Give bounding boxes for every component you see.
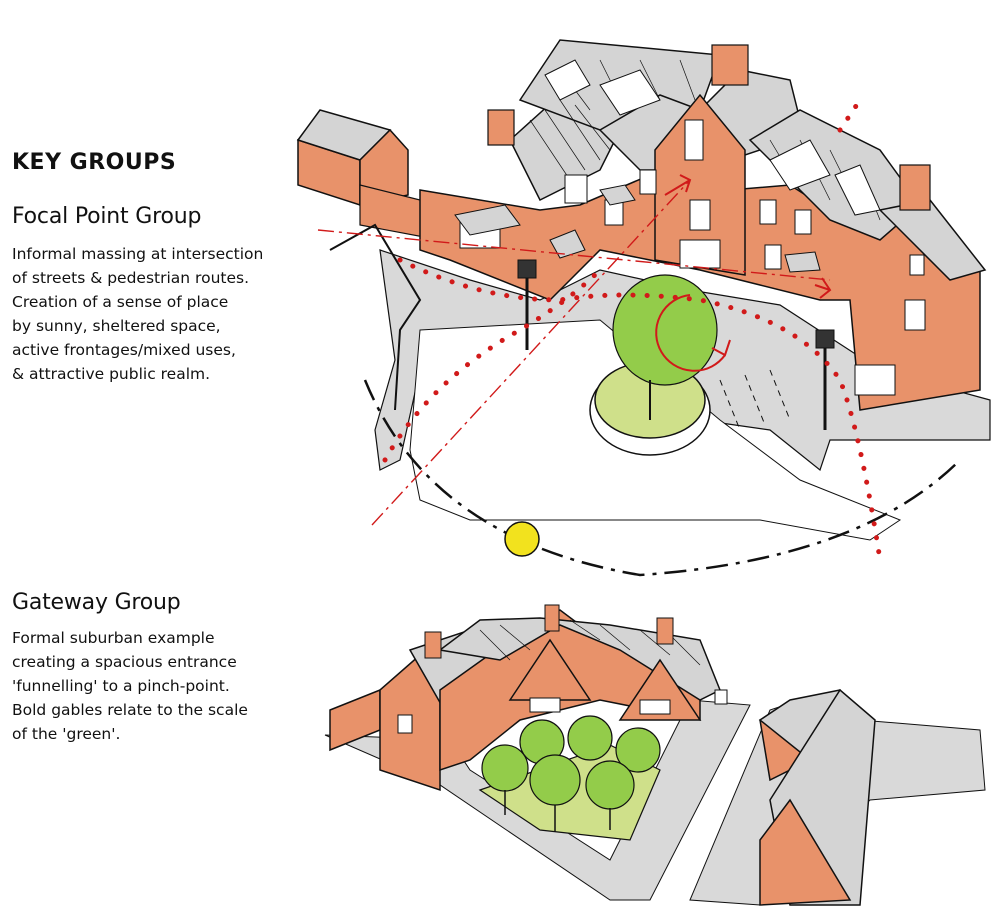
- focal-point-line: Informal massing at intersection: [12, 245, 264, 263]
- focal-point-line: Creation of a sense of place: [12, 293, 229, 311]
- focal-tree-canopy: [612, 274, 718, 386]
- gateway-tree-trunks: [504, 790, 611, 832]
- parking-bays: [719, 369, 791, 431]
- gateway-title: Gateway Group: [12, 590, 181, 615]
- terrace-windows: [459, 119, 926, 396]
- gateway-roof-hatching: [479, 619, 701, 666]
- gateway-description: Formal suburban example creating a spaci…: [12, 626, 248, 746]
- gateway-trees: [481, 715, 661, 810]
- gateway-line: Formal suburban example: [12, 629, 215, 647]
- roof-panel: [834, 164, 881, 216]
- focal-point-title: Focal Point Group: [12, 204, 202, 229]
- chimney: [899, 164, 931, 211]
- gateway-chimney: [544, 604, 560, 632]
- sun-icon: [504, 521, 540, 557]
- gateway-line: of the 'green'.: [12, 725, 121, 743]
- central-gable: [654, 93, 746, 276]
- chimney: [711, 44, 749, 86]
- gateway-windows: [397, 689, 728, 734]
- gateway-chimney: [424, 631, 442, 659]
- gateway-line: 'funnelling' to a pinch-point.: [12, 677, 230, 695]
- focal-point-line: of streets & pedestrian routes.: [12, 269, 250, 287]
- chimney: [487, 109, 515, 146]
- key-groups-heading: KEY GROUPS: [12, 150, 177, 175]
- gateway-line: creating a spacious entrance: [12, 653, 237, 671]
- street-lamp: [815, 329, 835, 430]
- sun-path: [363, 379, 961, 577]
- roof-panel: [599, 69, 661, 116]
- route-arrows: [655, 174, 832, 372]
- sight-lines: [317, 179, 831, 526]
- gateway-far-wall: [759, 798, 852, 906]
- focal-point-description: Informal massing at intersection of stre…: [12, 242, 263, 386]
- boundary-wall: [329, 223, 422, 411]
- focal-point-sketch: [296, 39, 991, 577]
- street-lamp: [517, 259, 537, 350]
- gateway-sketch: [324, 604, 986, 906]
- pedestrian-routes: [382, 97, 883, 563]
- canopies: [454, 184, 821, 273]
- focal-point-line: & attractive public realm.: [12, 365, 211, 383]
- roof-panel: [544, 59, 591, 101]
- gateway-line: Bold gables relate to the scale: [12, 701, 248, 719]
- focal-point-line: active frontages/mixed uses,: [12, 341, 236, 359]
- roof-panel: [769, 139, 831, 191]
- focal-point-line: by sunny, sheltered space,: [12, 317, 221, 335]
- gateway-chimney: [656, 617, 674, 645]
